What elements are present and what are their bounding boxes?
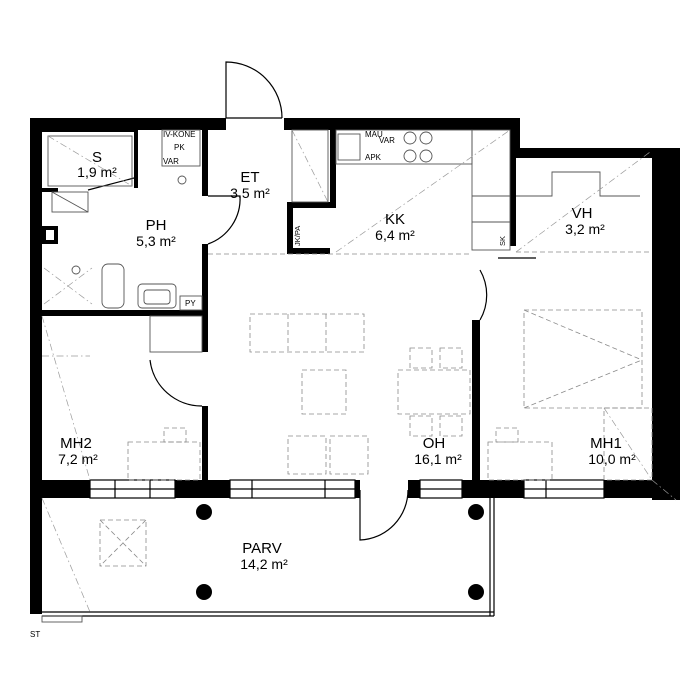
- room-label-s: S 1,9 m²: [77, 149, 117, 180]
- room-label-ph: PH 5,3 m²: [136, 217, 176, 249]
- bedroom2-furniture: [41, 315, 201, 481]
- room-label-oh: OH 16,1 m²: [414, 435, 462, 467]
- svg-text:16,1 m²: 16,1 m²: [414, 451, 462, 467]
- svg-text:3,5 m²: 3,5 m²: [230, 185, 270, 201]
- fixture-labels: IV-KONE PK VAR PY JK/PA SK MAU VAR APK S…: [30, 130, 507, 639]
- svg-text:MH2: MH2: [60, 435, 92, 452]
- label-py: PY: [185, 299, 196, 308]
- walk-in-closet-shelves: [515, 151, 652, 253]
- svg-text:14,2 m²: 14,2 m²: [240, 556, 288, 572]
- label-var-ph: VAR: [163, 157, 179, 166]
- svg-text:PH: PH: [146, 217, 167, 234]
- svg-text:S: S: [92, 149, 102, 166]
- interior-walls: [42, 128, 516, 482]
- storage-shelves: [47, 135, 133, 187]
- label-st: ST: [30, 630, 40, 639]
- label-iv-kone: IV-KONE: [163, 130, 195, 139]
- label-sk: SK: [498, 236, 507, 246]
- room-label-mh1: MH1 10,0 m²: [588, 435, 636, 467]
- svg-text:10,0 m²: 10,0 m²: [588, 451, 636, 467]
- label-pk: PK: [174, 143, 185, 152]
- exterior-walls: [30, 118, 680, 614]
- kitchen-fixtures: [208, 129, 511, 255]
- windows: [89, 479, 605, 499]
- room-label-parv: PARV 14,2 m²: [240, 540, 288, 572]
- room-label-kk: KK 6,4 m²: [375, 211, 415, 243]
- svg-text:MH1: MH1: [590, 435, 622, 452]
- svg-text:1,9 m²: 1,9 m²: [77, 164, 117, 180]
- entrance-door[interactable]: [225, 61, 283, 119]
- svg-text:7,2 m²: 7,2 m²: [58, 451, 98, 467]
- balcony: [41, 497, 495, 623]
- svg-text:VH: VH: [572, 205, 593, 222]
- label-var-kk: VAR: [379, 136, 395, 145]
- svg-text:6,4 m²: 6,4 m²: [375, 227, 415, 243]
- room-label-et: ET 3,5 m²: [230, 169, 270, 201]
- label-jk-pa: JK/PA: [293, 226, 302, 246]
- svg-text:OH: OH: [423, 435, 446, 452]
- entrance-closet: [291, 129, 329, 203]
- bedroom1-furniture: [487, 309, 677, 501]
- label-apk: APK: [365, 153, 382, 162]
- bathroom-fixtures: [43, 129, 203, 353]
- living-room-furniture: [249, 313, 471, 475]
- svg-text:5,3 m²: 5,3 m²: [136, 233, 176, 249]
- room-label-vh: VH 3,2 m²: [565, 205, 605, 237]
- svg-text:ET: ET: [240, 169, 259, 186]
- balcony-door[interactable]: [359, 489, 409, 541]
- label-mau: MAU: [365, 130, 383, 139]
- svg-text:PARV: PARV: [242, 540, 281, 557]
- interior-doors: [87, 177, 536, 407]
- svg-text:KK: KK: [385, 211, 405, 228]
- room-label-mh2: MH2 7,2 m²: [58, 435, 98, 467]
- svg-text:3,2 m²: 3,2 m²: [565, 221, 605, 237]
